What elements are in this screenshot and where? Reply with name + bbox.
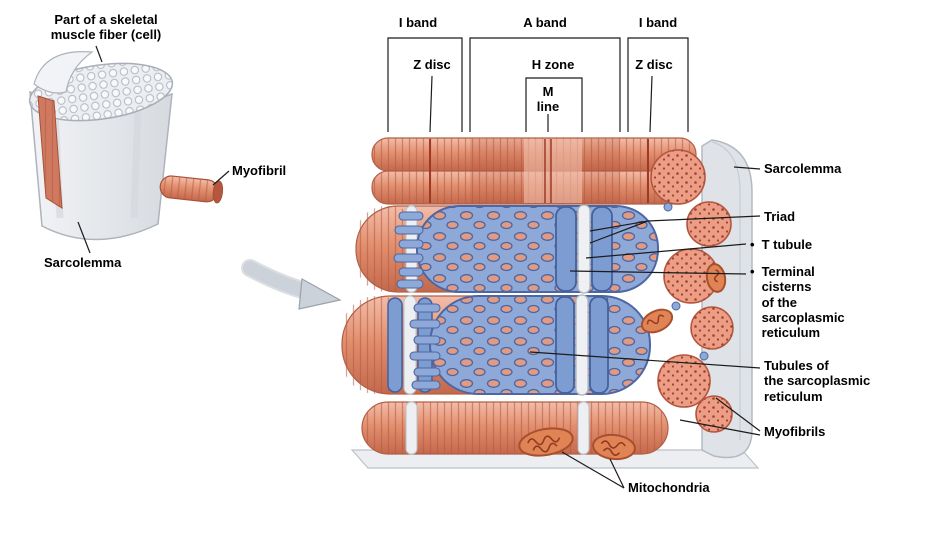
- t-tubule-band: [405, 401, 418, 455]
- top-myofibrils: [371, 137, 697, 205]
- sr-mesh: [429, 295, 651, 395]
- t-tubule-band: [577, 204, 591, 294]
- sr-bit: [671, 301, 681, 311]
- inset-sarcolemma-leader: [77, 221, 91, 254]
- myofibril-cross-sections: [650, 149, 734, 433]
- t-tubule-band: [575, 294, 589, 396]
- i-band-right-label: I band: [638, 15, 678, 30]
- sr-fringe: [393, 211, 424, 289]
- terminal-cistern: [387, 297, 403, 393]
- mitochondrion: [518, 427, 574, 457]
- cross-section: [695, 395, 733, 433]
- myofibril-leader: [212, 170, 230, 186]
- terminal-cistern: [591, 206, 613, 292]
- z-disc-right-leader: [649, 75, 653, 133]
- terminal-cistern: [589, 296, 609, 394]
- cross-section: [650, 149, 706, 205]
- myofibrils-label: Myofibrils: [764, 424, 826, 439]
- tubules-sr-leader: [529, 351, 761, 369]
- cross-section: [690, 306, 734, 350]
- t-tubule-band: [403, 295, 417, 395]
- terminal-cisterns-bullet: •: [750, 264, 755, 279]
- sr-bit: [699, 351, 709, 361]
- h-zone-label: H zone: [531, 57, 575, 72]
- terminal-cistern: [555, 206, 577, 292]
- t-tubule-label-row: • T tubule: [750, 237, 812, 252]
- a-band-label: A band: [523, 15, 567, 30]
- inset-title-leader: [95, 45, 103, 63]
- bottom-myofibrils: [361, 401, 669, 455]
- inset-myofibril-label: Myofibril: [232, 163, 287, 178]
- inset-to-main-arrow: [241, 259, 342, 310]
- t-tubule-leader: [585, 243, 747, 259]
- sr-mesh: [416, 205, 659, 293]
- i-band-left-bracket: [387, 37, 463, 132]
- mitochondria-label: Mitochondria: [628, 480, 710, 495]
- m-line-label: M line: [536, 84, 560, 115]
- sr-fringe: [409, 303, 441, 390]
- pulled-out-myofibril: [159, 175, 224, 204]
- sarcolemma-label: Sarcolemma: [764, 161, 842, 176]
- band-brackets: [387, 37, 689, 133]
- terminal-cistern: [555, 296, 575, 394]
- terminal-cisterns-label: Terminal cisterns of the sarcoplasmic re…: [761, 264, 845, 341]
- fiber-shading: [130, 111, 142, 219]
- mitochondrion: [592, 433, 636, 461]
- h-zone-region: [524, 139, 582, 203]
- t-tubule-band: [577, 401, 590, 455]
- myofibrils-leader: [679, 419, 761, 436]
- t-tubule-bullet: •: [750, 237, 755, 252]
- triad-label: Triad: [764, 209, 796, 224]
- terminal-cisterns-label-row: • Terminal cisterns of the sarcoplasmic …: [750, 264, 845, 341]
- mitochondrion: [640, 308, 674, 334]
- mitochondrion: [705, 263, 727, 293]
- triad-leader: [589, 215, 761, 244]
- cross-section: [657, 354, 711, 408]
- mitochondria-leader: [609, 458, 625, 489]
- inset-title: Part of a skeletal muscle fiber (cell): [50, 12, 162, 43]
- myofibril-cylinder-1: [355, 204, 659, 294]
- a-band-bracket: [469, 37, 621, 132]
- i-band-left-label: I band: [398, 15, 438, 30]
- leader-lines: [77, 45, 761, 489]
- sarcolemma-leader: [733, 166, 761, 170]
- z-disc-right-label: Z disc: [635, 57, 673, 72]
- inset-fiber-illustration: [28, 51, 224, 241]
- cross-section: [663, 248, 719, 304]
- mitochondria-leader: [561, 451, 625, 489]
- main-illustration: [341, 137, 760, 469]
- myofibril-cylinder-2: [341, 294, 651, 396]
- h-zone-bracket: [525, 77, 583, 132]
- i-band-right-bracket: [627, 37, 689, 132]
- exposed-myofibrils-striations: [38, 96, 62, 208]
- sarcolemma-peel-flap: [33, 51, 94, 94]
- z-disc-left-leader: [429, 75, 433, 133]
- inset-sarcolemma-label: Sarcolemma: [44, 255, 122, 270]
- tubules-sr-label: Tubules of the sarcoplasmic reticulum: [764, 358, 871, 404]
- cross-section: [686, 201, 732, 247]
- terminal-cisterns-leader: [569, 270, 747, 275]
- myofibrils-leader: [715, 397, 761, 432]
- sr-bit: [663, 202, 673, 212]
- z-disc-left-label: Z disc: [413, 57, 451, 72]
- t-tubule-label: T tubule: [761, 237, 813, 252]
